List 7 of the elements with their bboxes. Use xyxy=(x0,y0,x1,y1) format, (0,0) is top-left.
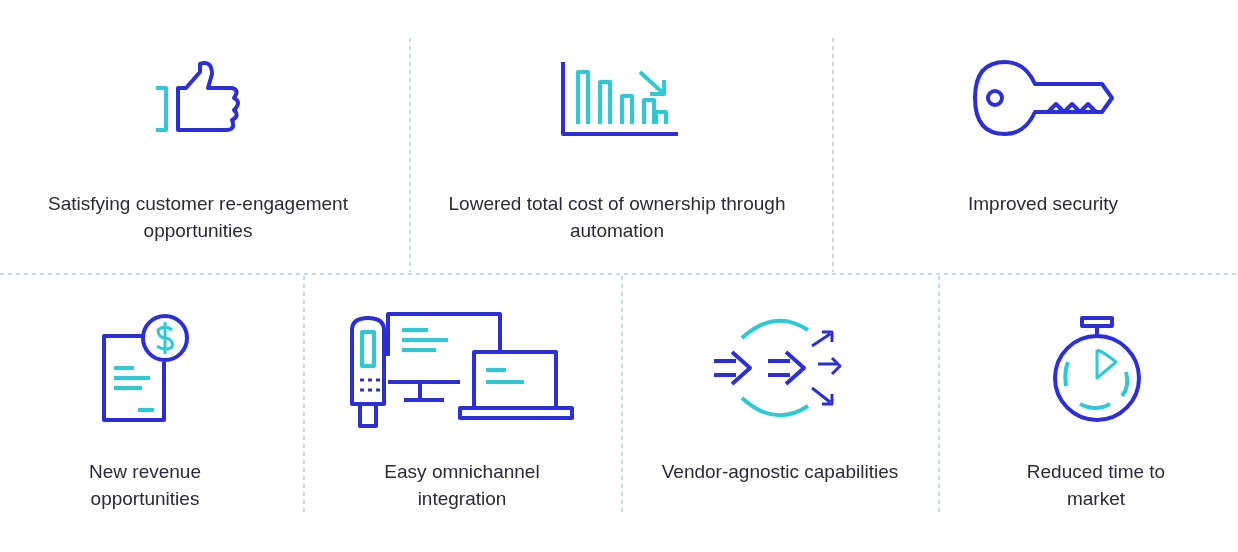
feature-label: Reduced time to market xyxy=(1025,460,1167,511)
feature-label: New revenue opportunities xyxy=(88,460,202,511)
feature-label: Easy omnichannel integration xyxy=(383,460,541,511)
feature-label: Vendor-agnostic capabilities xyxy=(660,460,900,484)
feature-label: Improved security xyxy=(967,192,1119,216)
feature-label: Lowered total cost of ownership through automation xyxy=(447,192,787,243)
feature-label: Satisfying customer re-engagement opportunities xyxy=(47,192,349,243)
